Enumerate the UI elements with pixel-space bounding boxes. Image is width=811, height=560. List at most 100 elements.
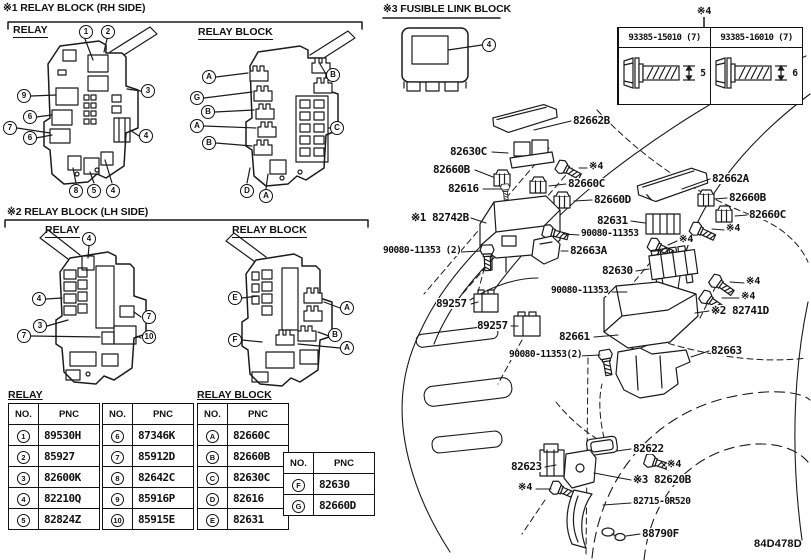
part-89257-2 bbox=[513, 311, 541, 337]
part-label: 82660B bbox=[433, 163, 470, 176]
cover-82662a bbox=[636, 167, 709, 203]
ref-label: ※4 bbox=[589, 161, 604, 172]
callout: 1 bbox=[79, 25, 93, 39]
ref-label: ※4 bbox=[679, 234, 694, 245]
exploded-parts bbox=[473, 103, 738, 549]
part-label: 89257 bbox=[436, 297, 467, 310]
pnc-value: 82600K bbox=[44, 471, 81, 484]
callout: F bbox=[228, 333, 242, 347]
part-label: 82623 bbox=[511, 460, 542, 473]
bolt-spec-cell: 93385-16010 (7) bbox=[710, 28, 802, 104]
column-header-pnc: PNC bbox=[313, 452, 375, 474]
relay-number: 9 bbox=[111, 493, 124, 506]
part-label: 82660B bbox=[729, 191, 766, 204]
part-82630c bbox=[509, 139, 555, 169]
pnc-value: 85916P bbox=[138, 492, 175, 505]
part-label: 90080-11353 bbox=[581, 228, 639, 239]
callout: 7 bbox=[3, 121, 17, 135]
relay-block-rh-drawing bbox=[203, 30, 356, 190]
pnc-value: 82660C bbox=[233, 429, 270, 442]
block-letter: G bbox=[292, 500, 305, 513]
section2-block-label: RELAY BLOCK bbox=[232, 224, 307, 238]
block-letter: B bbox=[206, 451, 219, 464]
column-header-no: NO. bbox=[8, 403, 39, 425]
section2-relay-label: RELAY bbox=[45, 224, 80, 238]
cover-82662b bbox=[492, 103, 558, 134]
pnc-value: 89530H bbox=[44, 429, 81, 442]
callout: G bbox=[190, 91, 204, 105]
part-label: ※1 82742B bbox=[411, 211, 469, 224]
callout: E bbox=[228, 291, 242, 305]
ref-label: ※4 bbox=[741, 291, 756, 302]
bolt-spec-cell: 93385-15010 (7) bbox=[618, 28, 710, 104]
relay-number: 6 bbox=[111, 430, 124, 443]
table-row: 4 82210Q bbox=[8, 487, 100, 509]
table-row: E 82631 bbox=[197, 508, 289, 530]
table-row: 8 82642C bbox=[102, 466, 194, 488]
block-letter: C bbox=[206, 472, 219, 485]
part-label: 82662B bbox=[573, 114, 610, 127]
part-label: 82616 bbox=[448, 182, 479, 195]
table-row: 1 89530H bbox=[8, 424, 100, 446]
part-label: 82660C bbox=[568, 177, 605, 190]
callout: 6 bbox=[23, 131, 37, 145]
table-row: F 82630 bbox=[283, 473, 375, 495]
callout: 4 bbox=[106, 184, 120, 198]
relay-block-table-left: NO. PNC A 82660C B 82660B C 82630C D 826… bbox=[197, 403, 289, 530]
part-label: 82661 bbox=[559, 330, 590, 343]
callout: 10 bbox=[142, 330, 156, 344]
callout: 2 bbox=[101, 25, 115, 39]
block-82742b bbox=[479, 195, 561, 273]
table-row: 3 82600K bbox=[8, 466, 100, 488]
callout: A bbox=[202, 70, 216, 84]
section2-title: ※2 RELAY BLOCK (LH SIDE) bbox=[7, 206, 149, 218]
relay-lh-drawing bbox=[30, 229, 147, 385]
table-row: 10 85915E bbox=[102, 508, 194, 530]
cover-82741d bbox=[603, 281, 699, 349]
part-82661 bbox=[619, 317, 653, 351]
relay-block-table-right: NO. PNC F 82630 G 82660D bbox=[283, 452, 375, 516]
relay-table-left: NO. PNC 1 89530H 2 85927 3 82600K 4 bbox=[8, 403, 100, 530]
callout: A bbox=[259, 189, 273, 203]
ref-label: ※4 bbox=[726, 223, 741, 234]
callout: 4 bbox=[82, 232, 96, 246]
ref-label: ※4 bbox=[746, 276, 761, 287]
callout: B bbox=[202, 136, 216, 150]
part-label: 82660D bbox=[594, 193, 631, 206]
callout: 4 bbox=[482, 38, 496, 52]
grommet-88790f bbox=[601, 527, 626, 542]
relay-block-table-right-wrap: NO. PNC F 82630 G 82660D bbox=[283, 452, 375, 516]
callout: A bbox=[340, 341, 354, 355]
column-header-no: NO. bbox=[197, 403, 228, 425]
column-header-pnc: PNC bbox=[38, 403, 100, 425]
relay-block-table-section: RELAY BLOCK NO. PNC A 82660C B 82660B C … bbox=[197, 389, 289, 530]
part-label: 82631 bbox=[597, 214, 628, 227]
section1-relay-label: RELAY bbox=[13, 24, 48, 38]
part-82663a bbox=[531, 235, 561, 265]
pnc-value: 82642C bbox=[138, 471, 175, 484]
column-header-no: NO. bbox=[283, 452, 314, 474]
table-row: 7 85912D bbox=[102, 445, 194, 467]
pnc-value: 85915E bbox=[138, 513, 175, 526]
pnc-value: 85927 bbox=[44, 450, 75, 463]
part-82631 bbox=[645, 213, 681, 235]
table-row: 9 85916P bbox=[102, 487, 194, 509]
callout: 3 bbox=[33, 319, 47, 333]
column-header-pnc: PNC bbox=[227, 403, 289, 425]
drawing-code: 84D478D bbox=[754, 538, 802, 550]
callout: A bbox=[340, 301, 354, 315]
pnc-value: 82630 bbox=[319, 478, 350, 491]
ref-label: ※4 bbox=[518, 482, 533, 493]
bolt-part-number: 93385-15010 (7) bbox=[619, 28, 710, 48]
table-row: 6 87346K bbox=[102, 424, 194, 446]
block-letter: E bbox=[206, 514, 219, 527]
column-header-pnc: PNC bbox=[132, 403, 194, 425]
part-label: 82630 bbox=[602, 264, 633, 277]
relay-number: 2 bbox=[17, 451, 30, 464]
bolt-length-dim: 5 bbox=[700, 68, 706, 79]
callout: B bbox=[328, 328, 342, 342]
construction-lines bbox=[423, 109, 809, 557]
callout: 9 bbox=[17, 89, 31, 103]
fusebox-82630 bbox=[648, 245, 699, 288]
part-label: ※2 82741D bbox=[711, 304, 769, 317]
